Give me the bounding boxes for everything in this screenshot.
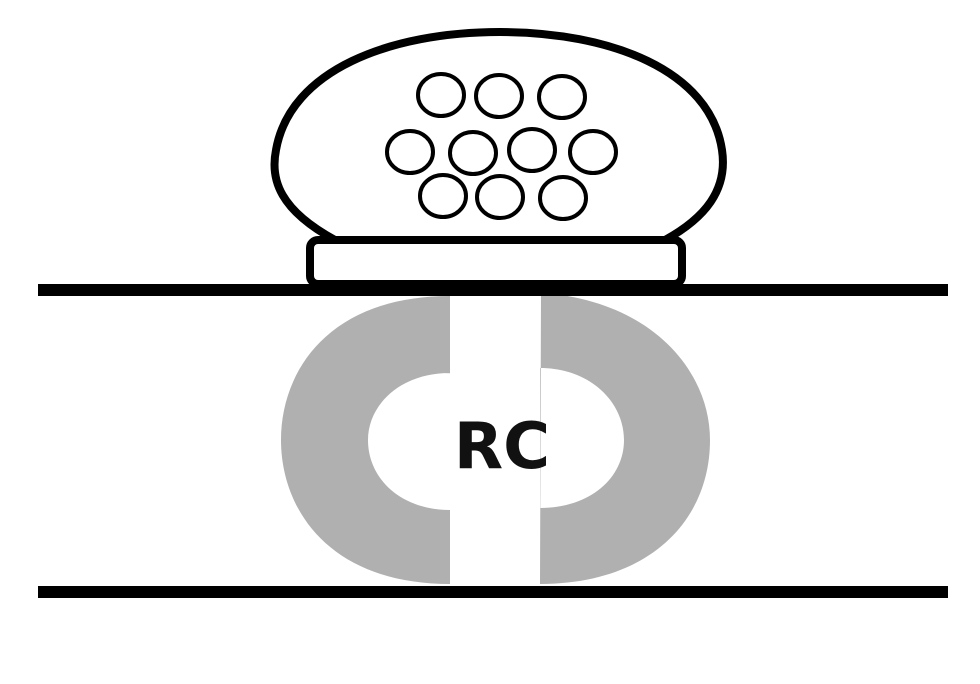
bottom-membrane-line	[38, 586, 948, 598]
vesicle	[537, 74, 587, 120]
vesicle	[538, 175, 588, 221]
rc-label: RC	[454, 410, 550, 484]
vesicle	[507, 127, 557, 173]
ring-right-half	[540, 293, 710, 584]
vesicle	[385, 129, 435, 175]
ring-left-half	[281, 296, 450, 584]
vesicle	[448, 130, 498, 176]
vesicle	[474, 73, 524, 119]
vesicle	[568, 129, 618, 175]
vesicle	[418, 173, 468, 219]
receptor-ring	[281, 293, 710, 584]
terminal-base	[306, 236, 686, 288]
top-membrane-line	[38, 284, 948, 296]
vesicle-cluster	[385, 72, 618, 221]
presynaptic-terminal	[270, 27, 727, 244]
vesicle	[416, 72, 466, 118]
vesicle	[475, 174, 525, 220]
